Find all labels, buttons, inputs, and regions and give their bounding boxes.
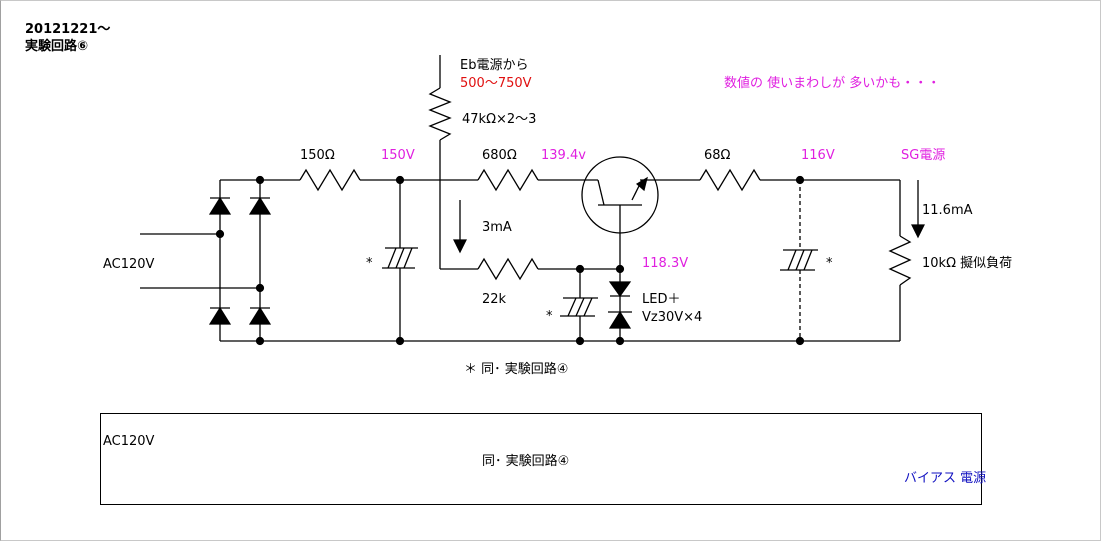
resistor-47k	[428, 87, 452, 141]
led-label: LED＋	[642, 292, 681, 307]
bias-ac-label: AC120V	[103, 434, 155, 449]
cap-star: *	[826, 256, 833, 271]
node	[615, 264, 625, 274]
bias-center-label: 同･ 実験回路④	[482, 454, 570, 469]
date-label: 20121221～	[25, 22, 111, 37]
node	[795, 175, 805, 185]
sg-source-label: SG電源	[901, 148, 946, 163]
cap-star: *	[366, 256, 373, 271]
r68-label: 68Ω	[704, 148, 731, 163]
node	[255, 283, 265, 293]
transistor-circle	[581, 156, 659, 234]
node	[575, 264, 585, 274]
r680-label: 680Ω	[482, 148, 517, 163]
i3-label: 3mA	[482, 220, 512, 235]
i11-label: 11.6mA	[922, 203, 973, 218]
node	[615, 336, 625, 346]
circuit-title: 実験回路⑥	[25, 39, 89, 54]
node	[255, 336, 265, 346]
bias-supply-box	[100, 413, 982, 505]
node	[395, 175, 405, 185]
node	[395, 336, 405, 346]
resistor-10k-load	[888, 235, 912, 286]
diode-d1	[208, 196, 232, 215]
footnote-label: ＊ 同･ 実験回路④	[464, 362, 569, 377]
resistor-22k	[477, 257, 539, 281]
resistor-150	[299, 168, 361, 192]
note-label: 数値の 使いまわしが 多いかも・・・	[724, 76, 941, 91]
node	[255, 175, 265, 185]
r47k-label: 47kΩ×2～3	[462, 112, 537, 127]
eb-source-label: Eb電源から	[460, 58, 529, 73]
node	[575, 336, 585, 346]
arrow-3ma	[453, 239, 467, 254]
v150-label: 150V	[381, 148, 415, 163]
load-label: 10kΩ 擬似負荷	[922, 256, 1013, 271]
bias-supply-label: バイアス 電源	[904, 471, 987, 486]
r150-label: 150Ω	[300, 148, 335, 163]
diode-d3	[208, 306, 232, 325]
node	[795, 336, 805, 346]
led-diode	[608, 281, 632, 298]
cap-star: *	[546, 309, 553, 324]
eb-voltage-label: 500～750V	[460, 76, 532, 91]
diode-d2	[248, 196, 272, 215]
zener-diode	[608, 310, 632, 329]
node	[215, 229, 225, 239]
r22k-label: 22k	[482, 292, 507, 307]
v116-label: 116V	[801, 148, 835, 163]
resistor-680	[477, 168, 539, 192]
diode-d4	[248, 306, 272, 325]
v139-label: 139.4v	[541, 148, 586, 163]
arrow-11-6ma	[911, 224, 925, 239]
emitter-arrow	[635, 176, 648, 192]
ac-input-label: AC120V	[103, 257, 155, 272]
resistor-68	[699, 168, 761, 192]
v118-label: 118.3V	[642, 256, 689, 271]
zener-label: Vz30V×4	[642, 310, 703, 325]
